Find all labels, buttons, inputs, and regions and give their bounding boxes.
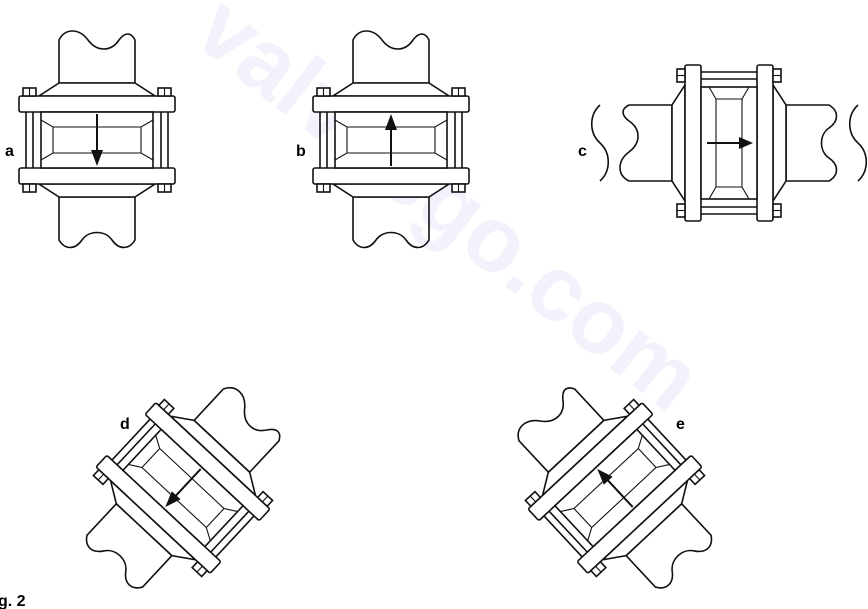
flow-arrow-right (707, 137, 753, 149)
figure-caption: g. 2 (0, 593, 26, 609)
label-a: a (5, 143, 14, 160)
installation-d (51, 354, 316, 609)
installation-e (482, 354, 747, 609)
flow-arrow-up (385, 114, 397, 166)
installation-a (18, 30, 176, 249)
watermark: valvesgo.com (178, 0, 720, 430)
label-e: e (676, 416, 685, 433)
flow-arrow-down-left (165, 468, 202, 508)
flow-arrow-up-right (597, 468, 634, 508)
label-b: b (296, 143, 306, 160)
installation-c (590, 64, 868, 222)
label-c: c (578, 143, 587, 160)
label-d: d (120, 416, 130, 433)
flow-arrow-down (91, 114, 103, 166)
installation-b (312, 30, 470, 249)
